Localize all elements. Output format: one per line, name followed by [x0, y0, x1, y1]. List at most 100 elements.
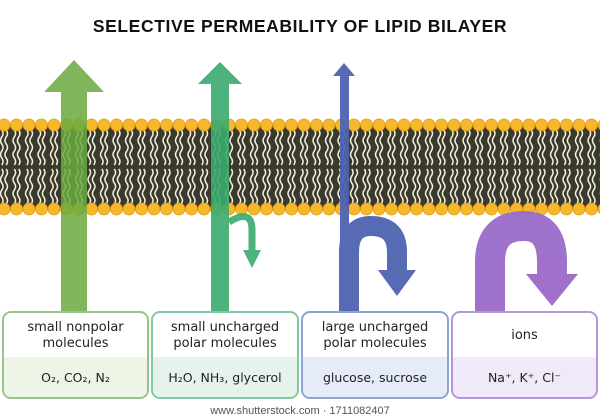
lipid-head [447, 202, 461, 216]
lipid-tail [54, 129, 59, 166]
lipid-tail [91, 129, 96, 166]
lipid-tail [254, 168, 259, 205]
lipid-head [97, 202, 111, 216]
lipid-head [510, 118, 523, 132]
lipid-tail [141, 129, 146, 166]
lipid-head [22, 202, 36, 216]
lipid-tail [466, 129, 471, 166]
lipid-tail [4, 168, 9, 205]
lipid-tail [441, 168, 446, 205]
lipid-tail [366, 168, 371, 205]
lipid-tail [441, 129, 446, 166]
lipid-tail [154, 168, 159, 205]
lipid-tail [324, 129, 329, 166]
arrow-large-polar [333, 63, 416, 312]
lipid-tail [554, 129, 559, 166]
lipid-tail [449, 168, 454, 205]
lipid-head [560, 118, 573, 132]
lipid-tail [112, 168, 117, 205]
lipid-tail [587, 168, 592, 205]
lipid-tail [499, 129, 504, 166]
category-example: H₂O, NH₃, glycerol [153, 357, 297, 397]
lipid-tail [229, 168, 234, 205]
lipid-tail [504, 168, 509, 205]
lipid-tail [541, 168, 546, 205]
lipid-tail [16, 168, 21, 205]
watermark-footer: www.shutterstock.com · 1711082407 [210, 405, 390, 417]
lipid-heads [0, 118, 600, 216]
lipid-head [160, 118, 173, 132]
lipid-head [260, 118, 273, 132]
lipid-tail [491, 168, 496, 205]
lipid-tail [12, 129, 17, 166]
lipid-tail [24, 168, 29, 205]
lipid-tail [512, 129, 517, 166]
lipid-tail [91, 168, 96, 205]
lipid-tail [391, 129, 396, 166]
lipid-tail [491, 129, 496, 166]
lipid-head [422, 118, 436, 132]
lipid-tail [0, 129, 4, 166]
lipid-tail [129, 129, 134, 166]
lipid-tail [174, 168, 179, 205]
lipid-tail [241, 168, 246, 205]
lipid-head [585, 118, 598, 132]
lipid-tail [449, 129, 454, 166]
lipid-head [47, 202, 61, 216]
lipid-tail [362, 168, 367, 205]
lipid-tail [512, 168, 517, 205]
lipid-tail [387, 129, 392, 166]
lipid-head [485, 118, 498, 132]
lipid-head [347, 118, 361, 132]
lipid-tail [566, 168, 571, 205]
lipid-tail [266, 168, 271, 205]
lipid-tail [404, 129, 409, 166]
lipid-head [97, 118, 111, 132]
lipid-head [397, 118, 411, 132]
lipid-head [435, 202, 448, 216]
lipid-head [410, 118, 423, 132]
lipid-tail [387, 168, 392, 205]
lipid-tail [554, 168, 559, 205]
lipid-head [310, 202, 323, 216]
lipid-tail [37, 129, 42, 166]
category-example: Na⁺, K⁺, Cl⁻ [453, 357, 596, 397]
lipid-tail [574, 168, 579, 205]
lipid-tail [529, 129, 534, 166]
lipid-head [272, 118, 286, 132]
lipid-head [360, 202, 373, 216]
lipid-head [285, 202, 298, 216]
lipid-head [522, 118, 536, 132]
lipid-tail [429, 129, 434, 166]
lipid-tail [399, 168, 404, 205]
lipid-tail [16, 129, 21, 166]
lipid-head [285, 118, 298, 132]
lipid-head [397, 202, 411, 216]
lipid-tail [304, 168, 309, 205]
lipid-tail [516, 129, 521, 166]
lipid-head [172, 202, 186, 216]
lipid-tail [374, 168, 379, 205]
lipid-tail [204, 129, 209, 166]
lipid-tail [416, 129, 421, 166]
lipid-tail [312, 168, 317, 205]
lipid-head [110, 118, 123, 132]
lipid-head [497, 118, 511, 132]
lipid-tail [249, 168, 254, 205]
lipid-tail [324, 168, 329, 205]
lipid-tail [412, 168, 417, 205]
category-example: O₂, CO₂, N₂ [4, 357, 147, 397]
lipid-tail [4, 129, 9, 166]
lipid-tail [149, 129, 154, 166]
lipid-tail [354, 129, 359, 166]
lipid-head [385, 118, 398, 132]
lipid-tail [274, 168, 279, 205]
lipid-head [160, 202, 173, 216]
lipid-head [460, 202, 473, 216]
lipid-tail [524, 168, 529, 205]
lipid-tail [262, 129, 267, 166]
lipid-tail [591, 168, 596, 205]
category-box-small-polar: small uncharged polar molecules H₂O, NH₃… [151, 311, 299, 399]
lipid-tail [312, 129, 317, 166]
